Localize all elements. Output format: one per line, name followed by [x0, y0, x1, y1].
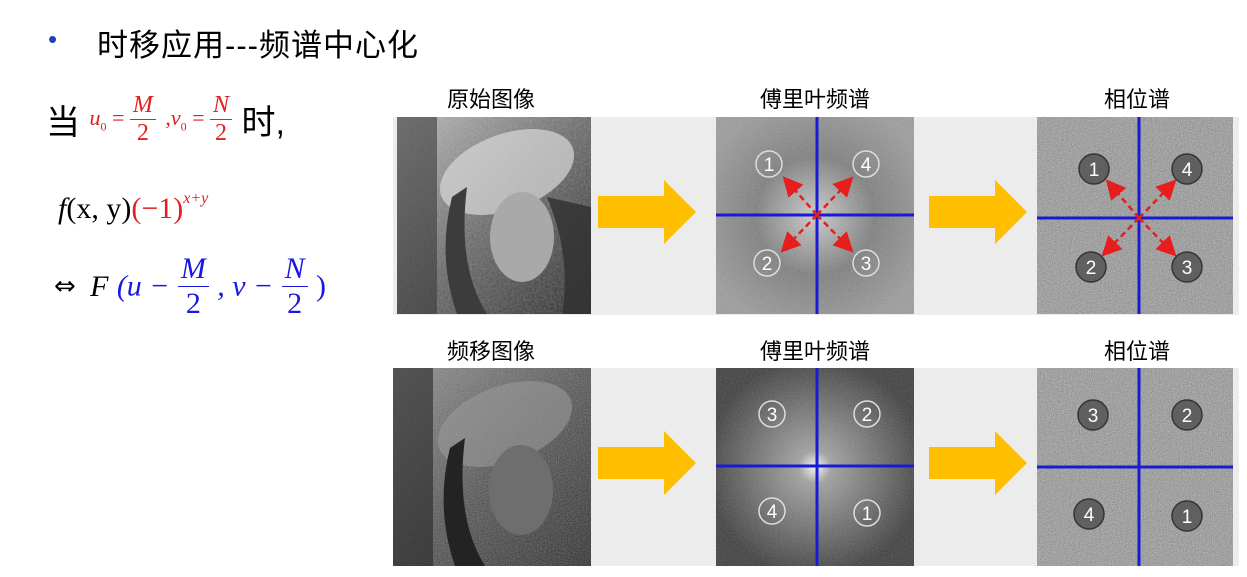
iff-symbol: ⇔	[54, 271, 76, 302]
fourier-spectrum-1: 1 4 2 3	[716, 117, 914, 314]
phase-spectrum-2: 3 2 4 1	[1037, 368, 1233, 566]
caption-spectrum-1: 傅里叶频谱	[759, 87, 870, 112]
phase-2-label-a: 3	[1088, 406, 1099, 427]
v0-term: ,v0 =	[165, 104, 205, 134]
phase-spectrum-1: 1 4 2 3	[1037, 117, 1233, 314]
spectrum-2-label-b: 2	[862, 405, 873, 426]
caption-original-image: 原始图像	[446, 87, 535, 112]
title-bullet: •	[48, 24, 58, 54]
shifted-image	[393, 368, 591, 566]
u0-term: u0 =	[89, 104, 125, 134]
phase-2-label-d: 1	[1182, 507, 1193, 528]
spectrum-1-label-d: 3	[861, 254, 872, 275]
arrow-right-icon	[598, 431, 696, 495]
spectrum-1-label-b: 4	[861, 155, 872, 176]
exponent: x+y	[183, 190, 209, 207]
caption-phase-2: 相位谱	[1103, 339, 1170, 364]
spectrum-1-label-a: 1	[764, 155, 775, 176]
phase-2-label-c: 4	[1084, 505, 1095, 526]
spectrum-1-label-c: 2	[762, 254, 773, 275]
spectrum-2-label-c: 4	[767, 502, 778, 523]
phase-1-label-c: 2	[1086, 258, 1097, 279]
fourier-spectrum-2: 3 2 4 1	[716, 368, 914, 566]
caption-spectrum-2: 傅里叶频谱	[759, 339, 870, 364]
minus-one-factor: (−1)	[131, 192, 184, 225]
caption-shifted-image: 频移图像	[446, 339, 535, 364]
original-image	[397, 117, 591, 314]
phase-1-label-d: 3	[1182, 258, 1193, 279]
spectrum-2-label-a: 3	[767, 405, 778, 426]
phase-2-label-b: 2	[1182, 406, 1193, 427]
formula-line-2: f(x, y)(−1)x+y	[58, 190, 209, 225]
arrow-right-icon	[929, 431, 1027, 495]
formula-suffix: 时,	[241, 104, 285, 142]
formula-prefix: 当	[46, 104, 80, 142]
slide-title: 时移应用---频谱中心化	[97, 28, 419, 63]
spectrum-2-label-d: 1	[862, 504, 873, 525]
phase-1-label-b: 4	[1182, 160, 1193, 181]
arrow-right-icon	[598, 180, 696, 244]
phase-1-label-a: 1	[1089, 160, 1100, 181]
caption-phase-1: 相位谱	[1103, 87, 1170, 112]
arrow-right-icon	[929, 180, 1027, 244]
